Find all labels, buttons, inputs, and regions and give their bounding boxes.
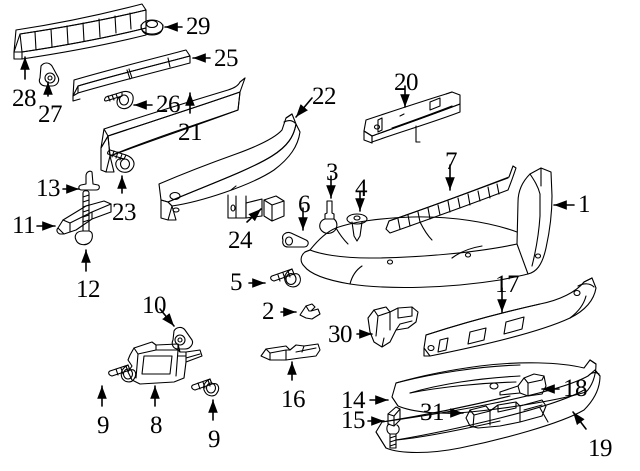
part-5-flange-bolt [270,268,301,288]
callout-label-31[interactable]: 31 [420,399,445,426]
callout-label-1[interactable]: 1 [578,191,591,218]
leader-arrows [20,22,587,430]
callout-label-3[interactable]: 3 [326,159,339,186]
callout-label-2[interactable]: 2 [262,298,275,325]
part-1-bumper-cover-side-panel [300,167,553,289]
part-10-wing-nut-retainer [171,326,194,350]
callout-label-26[interactable]: 26 [156,91,181,118]
part-27-wing-clip [38,62,60,87]
callout-label-24[interactable]: 24 [228,227,253,254]
callout-label-13[interactable]: 13 [36,175,61,202]
part-21-energy-absorber-beam [100,77,246,173]
part-4-push-pin-retainer [346,213,368,242]
part-19-lower-spoiler-valance [375,369,601,453]
callout-label-17[interactable]: 17 [495,271,520,298]
part-26-bolt-with-washer [103,90,134,110]
part-16-mounting-bracket-left [260,343,321,361]
callout-label-27[interactable]: 27 [38,101,63,128]
part-6-rivet-pin [282,231,309,248]
callout-label-29[interactable]: 29 [186,13,211,40]
part-8-sensor-module-bracket [127,341,203,385]
callout-label-6[interactable]: 6 [298,191,311,218]
part-23-screw-pan-head [107,149,135,173]
callout-label-22[interactable]: 22 [312,83,337,110]
callout-label-12[interactable]: 12 [76,276,101,303]
callout-label-10[interactable]: 10 [142,292,167,319]
part-9-screw-left [108,364,137,383]
callout-label-4[interactable]: 4 [355,175,368,202]
callout-label-9[interactable]: 9 [97,412,110,439]
callout-label-11[interactable]: 11 [12,212,36,239]
part-30-corner-bracket [367,306,419,348]
part-25-upper-rail-trim [72,49,191,102]
part-24-square-bracket-block [263,195,285,222]
part-17-bumper-upper-molding [423,277,597,357]
callout-label-19[interactable]: 19 [588,435,613,462]
callout-label-14[interactable]: 14 [341,387,366,414]
part-7-bumper-step-pad-trim [385,165,517,234]
callout-label-30[interactable]: 30 [328,321,353,348]
callout-label-8[interactable]: 8 [150,412,163,439]
part-14-lower-valance-panel [391,359,597,414]
callout-label-20[interactable]: 20 [394,69,419,96]
callout-label-16[interactable]: 16 [281,386,306,413]
callout-label-9b[interactable]: 9 [208,426,221,453]
part-2-small-clip-bracket [299,303,321,320]
callout-label-21[interactable]: 21 [178,119,203,146]
callout-label-18[interactable]: 18 [563,375,588,402]
callout-label-23[interactable]: 23 [112,199,137,226]
callout-label-5[interactable]: 5 [230,269,243,296]
part-11-side-mount-bracket [56,200,112,235]
part-9-screw-right [191,378,220,397]
callout-label-7[interactable]: 7 [445,148,458,175]
part-29-grommet-plug [140,19,164,36]
callout-label-28[interactable]: 28 [12,85,37,112]
part-13-push-rivet [78,170,100,191]
callout-label-25[interactable]: 25 [214,45,239,72]
part-20-impact-absorber-bar [363,91,461,144]
part-12-long-bolt [74,190,93,246]
callout-label-15[interactable]: 15 [341,407,366,434]
part-18-tow-hook-cover [499,373,547,397]
part-28-top-panel-grille [13,3,147,60]
part-15-hex-flange-bolt [386,406,401,449]
